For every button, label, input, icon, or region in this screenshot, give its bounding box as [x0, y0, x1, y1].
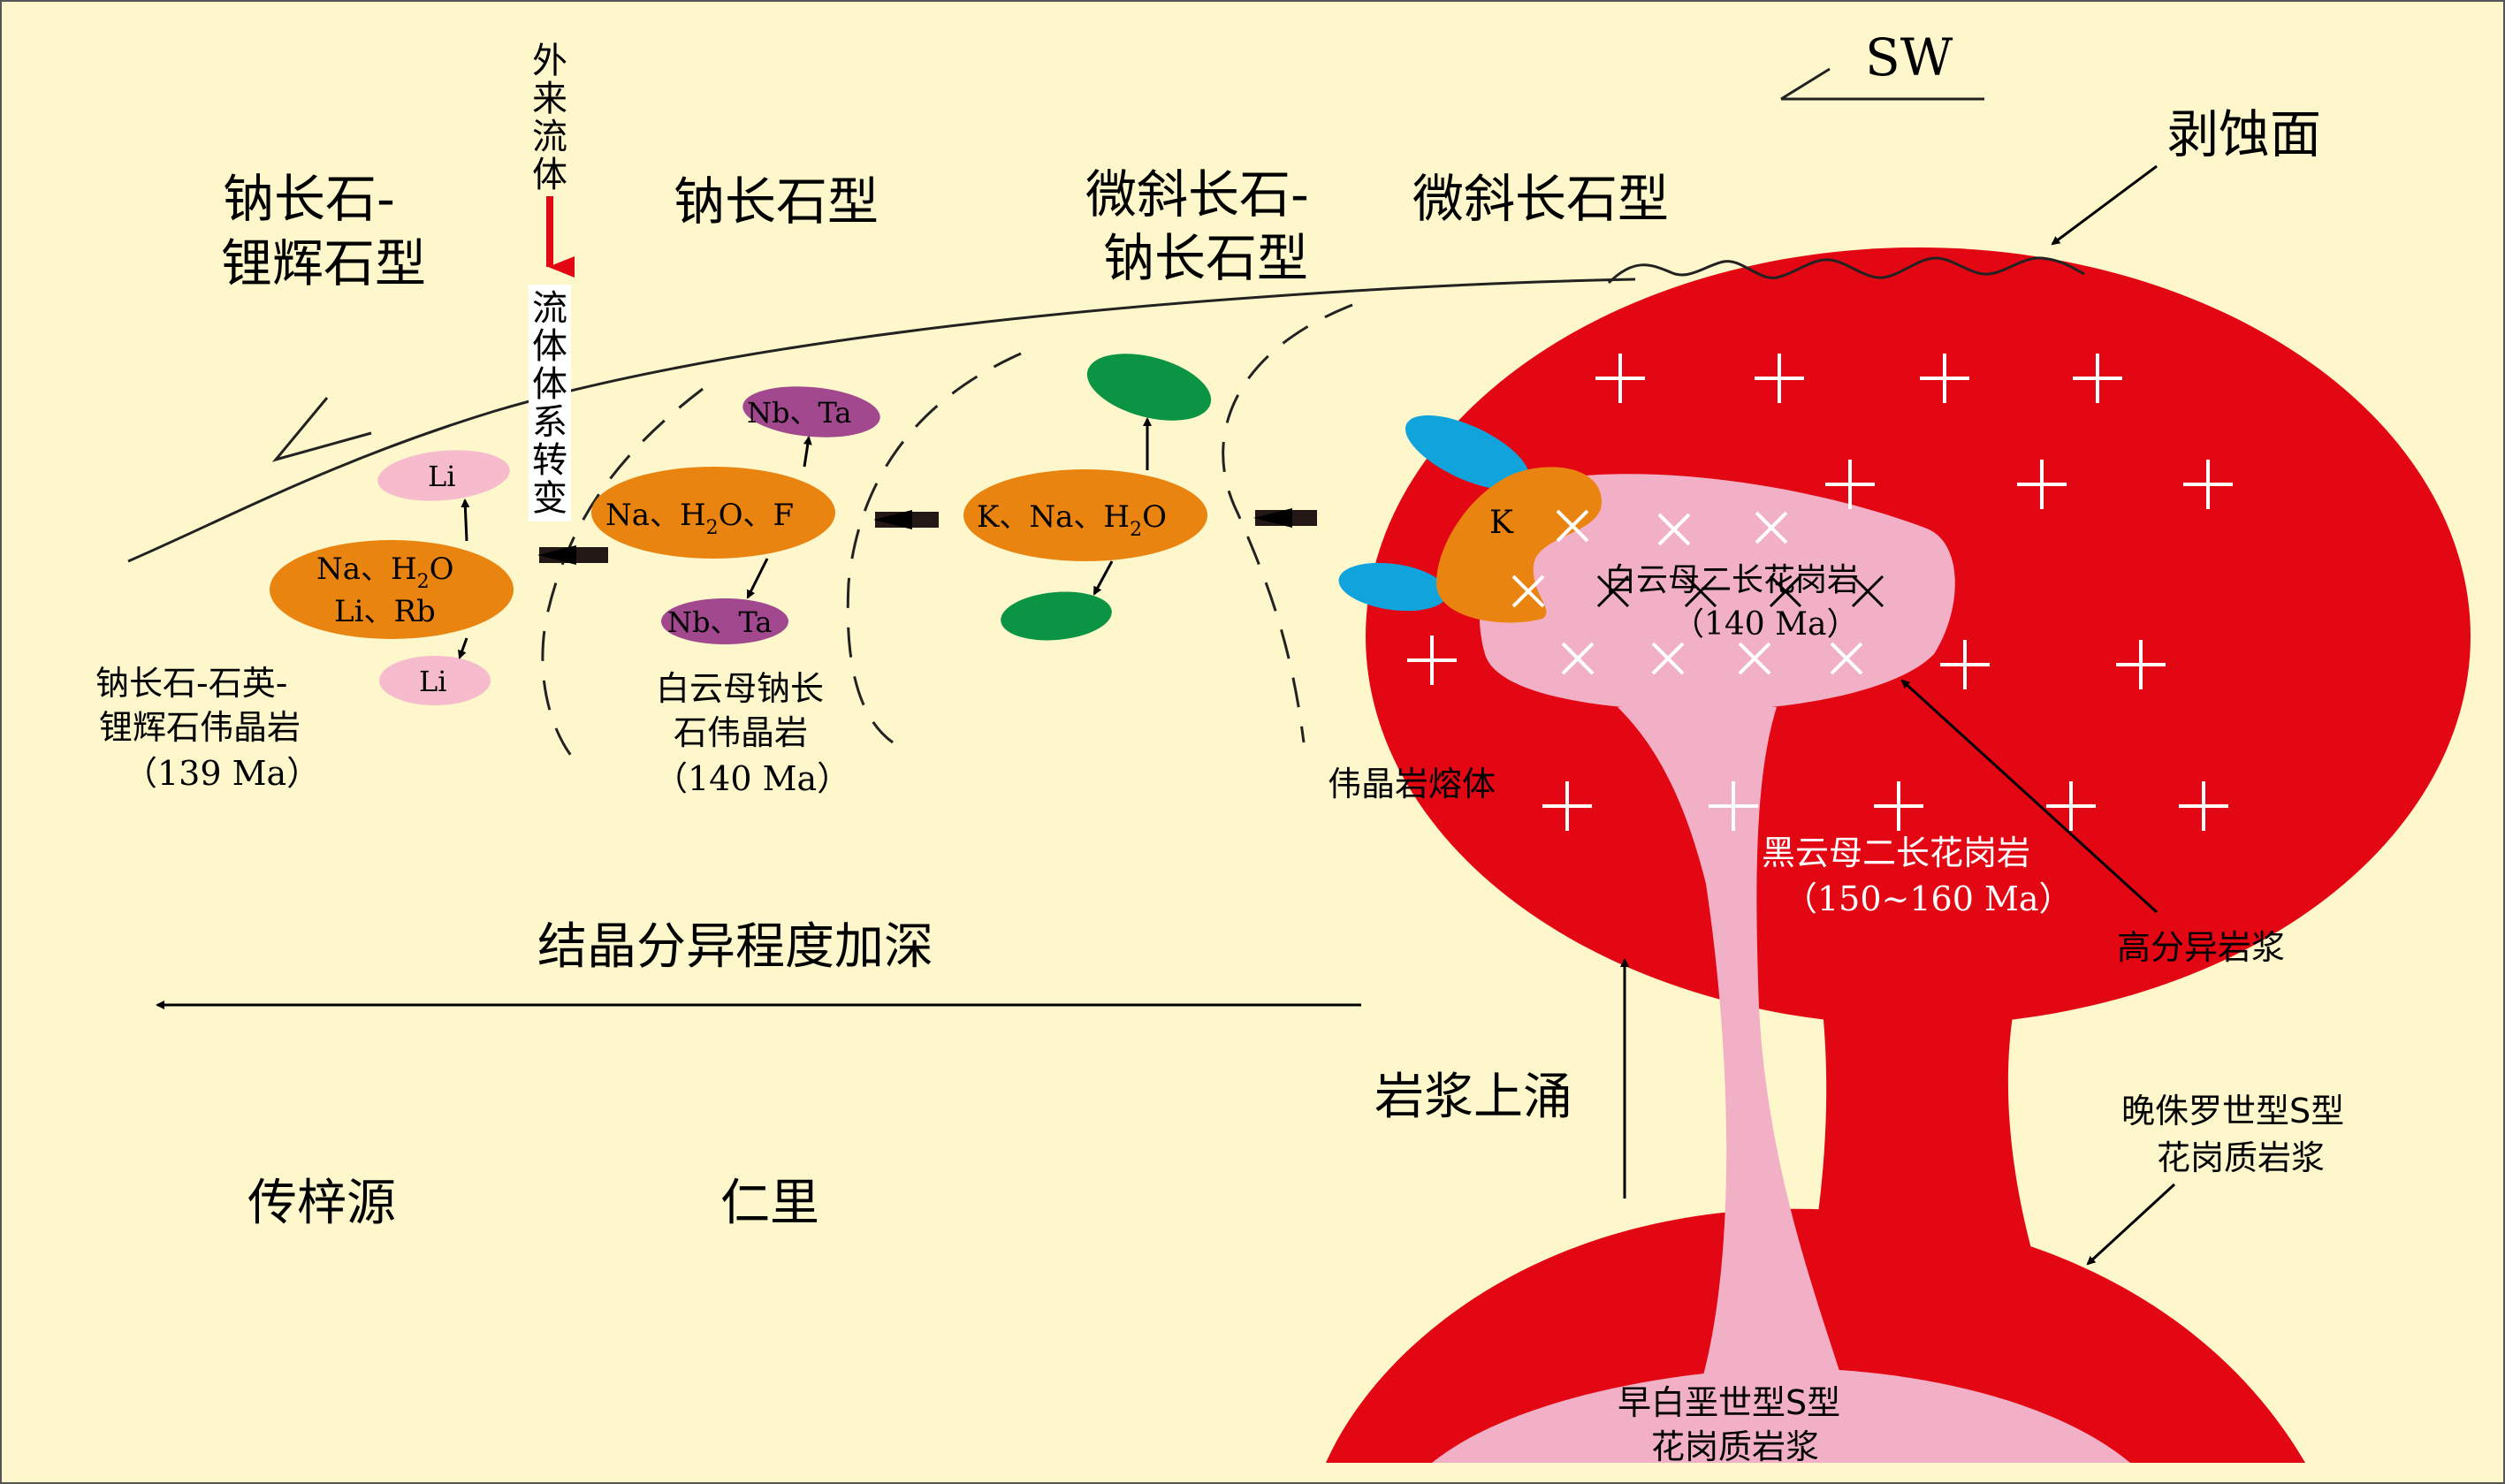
erosion-wave: [1607, 256, 2085, 285]
muscovite-granite-body: [1479, 474, 1955, 712]
sw-label: SW: [1865, 27, 1953, 88]
fluid-system-change-box: [529, 285, 571, 521]
blue-ellipse-bottom: [1338, 562, 1448, 612]
fluid-change-char-4: 系: [532, 402, 567, 443]
arrow-to-nbta-top: [803, 436, 812, 468]
surface-line: [127, 278, 1636, 563]
late-jurassic-pointer: [2086, 1183, 2176, 1266]
granite-crosses: [1407, 354, 2233, 831]
pegmatite-melt-label: 伟晶岩熔体: [1328, 765, 1496, 803]
zone-label-ab-spd-2: 锂辉石型: [221, 233, 426, 293]
external-fluid-char-2: 来: [532, 79, 567, 119]
arrow-to-green-bottom: [1093, 560, 1114, 596]
muscovite-albite-pegmatite-age: （140 Ma）: [654, 759, 850, 798]
li-top-label: Li: [428, 460, 455, 493]
thin-arrows: [156, 417, 2176, 1266]
green-ellipse-top: [1086, 354, 1212, 421]
zone-label-mc-ab-1: 微斜长石-: [1085, 164, 1309, 225]
green-ellipse-bottom: [1001, 591, 1112, 641]
magma-conduit: [1618, 707, 1847, 1396]
na-h2o-li-rb-label-1: Na、H2O: [316, 552, 454, 593]
external-fluid: 外 来 流 体: [532, 41, 575, 278]
late-jurassic-label-2: 花岗质岩浆: [2157, 1138, 2325, 1177]
fluid-change-char-5: 转: [532, 440, 567, 481]
k-label: K: [1489, 505, 1514, 541]
li-ellipse-bottom: [379, 656, 491, 705]
place-renli: 仁里: [720, 1175, 819, 1232]
x-marks: [1511, 509, 1863, 675]
na-h2o-f-label: Na、H2O、F: [605, 498, 794, 539]
plus-marks: [1407, 354, 2233, 831]
external-fluid-char-3: 流: [532, 117, 567, 157]
spodumene-pegmatite-age: （139 Ma）: [124, 754, 320, 793]
fluid-change-char-3: 体: [532, 364, 567, 405]
na-h2o-li-rb-label-2: Li、Rb: [334, 594, 436, 629]
boundary-3: [1222, 303, 1353, 743]
zone-label-ab: 钠长石型: [674, 171, 879, 232]
late-jurassic-stem: [1812, 963, 2033, 1255]
muscovite-albite-pegmatite-label-2: 石伟晶岩: [674, 713, 808, 752]
nb-ta-top-label: Nb、Ta: [747, 396, 851, 430]
spodumene-pegmatite-label-2: 锂辉石伟晶岩: [99, 708, 301, 747]
arrow-to-li-bottom: [458, 637, 468, 659]
li-bottom-label: Li: [419, 665, 446, 698]
x-marks-dark: [1596, 575, 1884, 608]
fluid-change-char-2: 体: [532, 326, 567, 367]
biotite-granite-label: 黑云母二长花岗岩: [1762, 833, 2030, 872]
sw-indicator: [1780, 67, 1984, 101]
nb-ta-bottom-label: Nb、Ta: [667, 605, 772, 639]
zone-label-ab-spd-1: 钠长石-: [223, 169, 395, 229]
early-cretaceous-label-2: 花岗质岩浆: [1651, 1427, 1819, 1466]
boundary-1: [541, 387, 704, 761]
high-diff-magma-label: 高分异岩浆: [2117, 928, 2285, 967]
high-diff-pointer: [1900, 679, 2159, 914]
external-fluid-char-1: 外: [532, 41, 567, 81]
arrow-to-li-top: [461, 498, 470, 542]
black-x-marks: [1596, 575, 1884, 608]
ellipse-k-na-h2o: [963, 469, 1207, 561]
erosion-pointer: [2051, 164, 2158, 246]
crystallization-label: 结晶分异程度加深: [537, 918, 933, 976]
zone-label-mc-ab-2: 钠长石型: [1103, 228, 1308, 288]
pink-magma: [1432, 474, 2130, 1463]
fluid-change-char-1: 流: [532, 288, 567, 329]
muscovite-granite-age: （140 Ma）: [1672, 606, 1858, 643]
muscovite-albite-pegmatite-label-1: 白云母钠长: [656, 669, 824, 708]
ellipse-na-h2o-f: [591, 467, 835, 559]
fluid-change-char-6: 变: [532, 478, 567, 519]
spodumene-pegmatite-label-1: 钠长石-石英-: [95, 664, 287, 703]
blue-ellipse-top: [1405, 415, 1530, 491]
early-cretaceous-label-1: 早白垩世型S型: [1618, 1383, 1840, 1422]
nb-ta-ellipse-bottom: [661, 598, 788, 644]
li-ellipse-top: [377, 450, 510, 501]
ellipse-na-h2o-li-rb: [270, 540, 514, 639]
k-na-h2o-label: K、Na、H2O: [977, 499, 1167, 541]
left-arrow-stub: [271, 397, 372, 462]
muscovite-granite-label: 白云母二长花岗岩: [1604, 562, 1859, 598]
late-jurassic-label-1: 晚侏罗世型S型: [2121, 1092, 2344, 1130]
biotite-granite-age: （150~160 Ma）: [1784, 879, 2073, 918]
big-arrows: [537, 508, 1317, 565]
arrow-to-nbta-bottom: [746, 558, 769, 599]
place-chuanziyuan: 传梓源: [247, 1175, 396, 1232]
k-orange-blob: [1436, 467, 1602, 623]
magma-rise-label: 岩浆上涌: [1374, 1069, 1572, 1126]
erosion-surface-label: 剥蚀面: [2167, 104, 2321, 164]
early-cretaceous-inner: [1432, 1367, 2130, 1463]
external-fluid-char-4: 体: [532, 155, 567, 195]
fluid-system-change: 流 体 体 系 转 变: [529, 285, 571, 521]
zone-label-mc: 微斜长石型: [1412, 169, 1669, 229]
zone-boundaries: [541, 303, 1353, 761]
nb-ta-ellipse-top: [742, 386, 880, 438]
